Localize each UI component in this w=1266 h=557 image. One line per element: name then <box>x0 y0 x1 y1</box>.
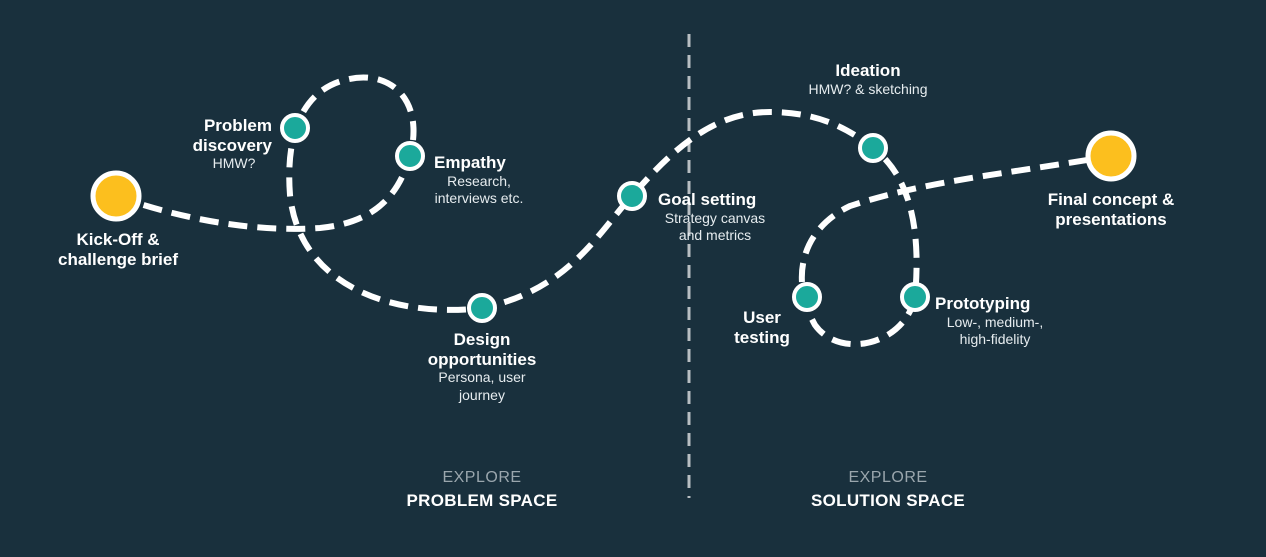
discovery-label: Problem discovery HMW? <box>160 116 272 173</box>
goals-node <box>617 181 647 211</box>
testing-node <box>792 282 822 312</box>
prototyping-title: Prototyping <box>935 294 1031 313</box>
prototyping-node <box>900 282 930 312</box>
kickoff-milestone-node <box>90 170 142 222</box>
empathy-subtitle: Research, interviews etc. <box>434 172 524 207</box>
opportunities-title: Design opportunities <box>427 330 537 369</box>
goals-label: Goal setting Strategy canvas and metrics <box>652 190 782 245</box>
empathy-label: Empathy Research, interviews etc. <box>414 153 544 208</box>
problem-zone-bottom: PROBLEM SPACE <box>406 491 558 511</box>
kickoff-label: Kick-Off & challenge brief <box>40 230 196 269</box>
testing-label: User testing <box>722 308 802 347</box>
goals-title: Goal setting <box>658 190 757 209</box>
ideation-title: Ideation <box>835 61 901 80</box>
testing-title: User testing <box>734 308 790 347</box>
opportunities-node <box>467 293 497 323</box>
discovery-subtitle: HMW? <box>212 155 256 172</box>
solution-zone-bottom: SOLUTION SPACE <box>810 491 966 511</box>
kickoff-title: Kick-Off & challenge brief <box>58 230 178 269</box>
problem-space-zone: EXPLORE PROBLEM SPACE <box>372 469 592 511</box>
problem-zone-top: EXPLORE <box>442 469 522 486</box>
discovery-title: Problem discovery <box>192 116 272 155</box>
ideation-label: Ideation HMW? & sketching <box>788 61 948 98</box>
prototyping-label: Prototyping Low-, medium-, high-fidelity <box>935 294 1065 349</box>
opportunities-label: Design opportunities Persona, user journ… <box>406 330 558 404</box>
prototyping-subtitle: Low-, medium-, high-fidelity <box>946 313 1044 348</box>
ideation-subtitle: HMW? & sketching <box>808 80 928 97</box>
final-title: Final concept & presentations <box>1047 190 1175 229</box>
final-milestone-node <box>1085 130 1137 182</box>
goals-subtitle: Strategy canvas and metrics <box>664 209 766 244</box>
ideation-node <box>858 133 888 163</box>
opportunities-subtitle: Persona, user journey <box>438 369 526 403</box>
solution-space-zone: EXPLORE SOLUTION SPACE <box>778 469 998 511</box>
empathy-title: Empathy <box>434 153 506 172</box>
discovery-node <box>280 113 310 143</box>
final-label: Final concept & presentations <box>1030 190 1192 229</box>
solution-zone-top: EXPLORE <box>848 469 928 486</box>
empathy-node <box>395 141 425 171</box>
